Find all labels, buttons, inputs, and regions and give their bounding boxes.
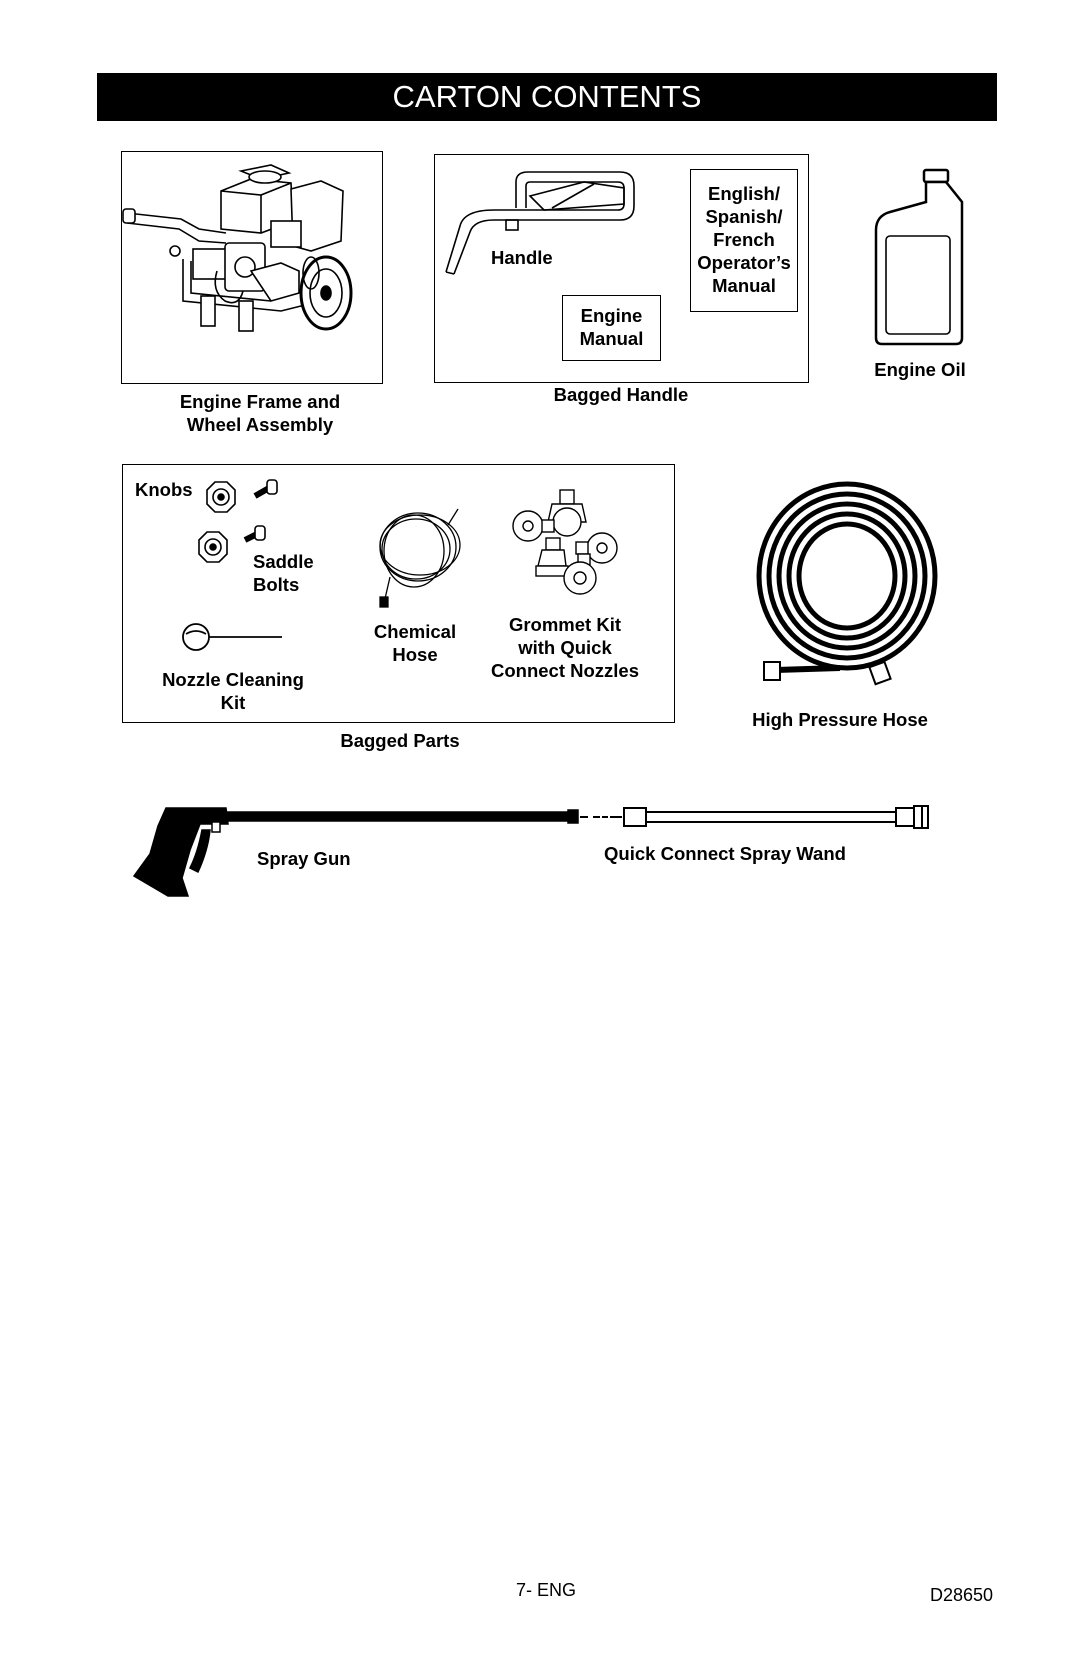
engine-manual-box: Engine Manual (562, 295, 661, 361)
grommet-kit-label-line3: Connect Nozzles (490, 660, 640, 681)
chemical-hose-label-line1: Chemical (373, 621, 457, 642)
saddle-bolts-label-line1: Saddle (253, 551, 314, 572)
knobs-and-bolts-illustration (198, 479, 278, 563)
operators-manual-line2: Spanish/ (705, 206, 783, 227)
engine-frame-label: Engine Frame and Wheel Assembly (150, 390, 370, 436)
engine-oil-bottle-icon (874, 168, 964, 346)
spray-wand-label: Quick Connect Spray Wand (604, 843, 846, 864)
knobs-label: Knobs (135, 479, 193, 500)
operators-manual-line4: Operator’s (697, 252, 791, 273)
page-title: CARTON CONTENTS (392, 79, 702, 114)
bagged-parts-label: Bagged Parts (340, 730, 460, 751)
high-pressure-hose-illustration (756, 481, 938, 686)
grommet-kit-label-line1: Grommet Kit (508, 614, 622, 635)
bagged-handle-box (434, 154, 809, 383)
nozzle-kit-label-line2: Kit (220, 692, 246, 713)
engine-frame-box (121, 151, 383, 384)
nozzle-cleaning-kit-label: Nozzle Cleaning Kit (133, 668, 333, 714)
bagged-handle-label: Bagged Handle (553, 384, 689, 405)
grommet-kit-label-line2: with Quick (518, 637, 612, 658)
engine-oil-label: Engine Oil (874, 359, 966, 380)
operators-manual-box: English/ Spanish/ French Operator’s Manu… (690, 169, 798, 312)
engine-manual-label-line1: Engine (580, 305, 643, 326)
engine-frame-label-line2: Wheel Assembly (186, 414, 334, 435)
handle-label: Handle (491, 247, 553, 268)
page-number: 7- ENG (516, 1580, 577, 1600)
handle-illustration (445, 171, 635, 275)
chemical-hose-label-line2: Hose (392, 644, 438, 665)
page-title-banner: CARTON CONTENTS (97, 73, 997, 121)
engine-frame-illustration (122, 164, 353, 332)
chemical-hose-illustration (379, 508, 461, 608)
spray-gun-label: Spray Gun (257, 848, 351, 869)
saddle-bolts-label: Saddle Bolts (253, 550, 314, 596)
document-code: D28650 (930, 1585, 994, 1605)
operators-manual-line3: French (713, 229, 775, 250)
operators-manual-line5: Manual (712, 275, 776, 296)
engine-manual-label-line2: Manual (579, 328, 644, 349)
grommet-kit-label: Grommet Kit with Quick Connect Nozzles (480, 613, 650, 682)
chemical-hose-label: Chemical Hose (355, 620, 475, 666)
saddle-bolts-label-line2: Bolts (253, 574, 300, 595)
bagged-parts-box (122, 464, 675, 723)
spray-gun-and-wand-illustration (132, 805, 929, 897)
quick-connect-nozzles-illustration (512, 489, 618, 595)
nozzle-cleaning-kit-illustration (182, 623, 282, 651)
engine-frame-label-line1: Engine Frame and (179, 391, 341, 412)
nozzle-kit-label-line1: Nozzle Cleaning (162, 669, 304, 690)
operators-manual-line1: English/ (708, 183, 780, 204)
high-pressure-hose-label: High Pressure Hose (752, 709, 928, 730)
